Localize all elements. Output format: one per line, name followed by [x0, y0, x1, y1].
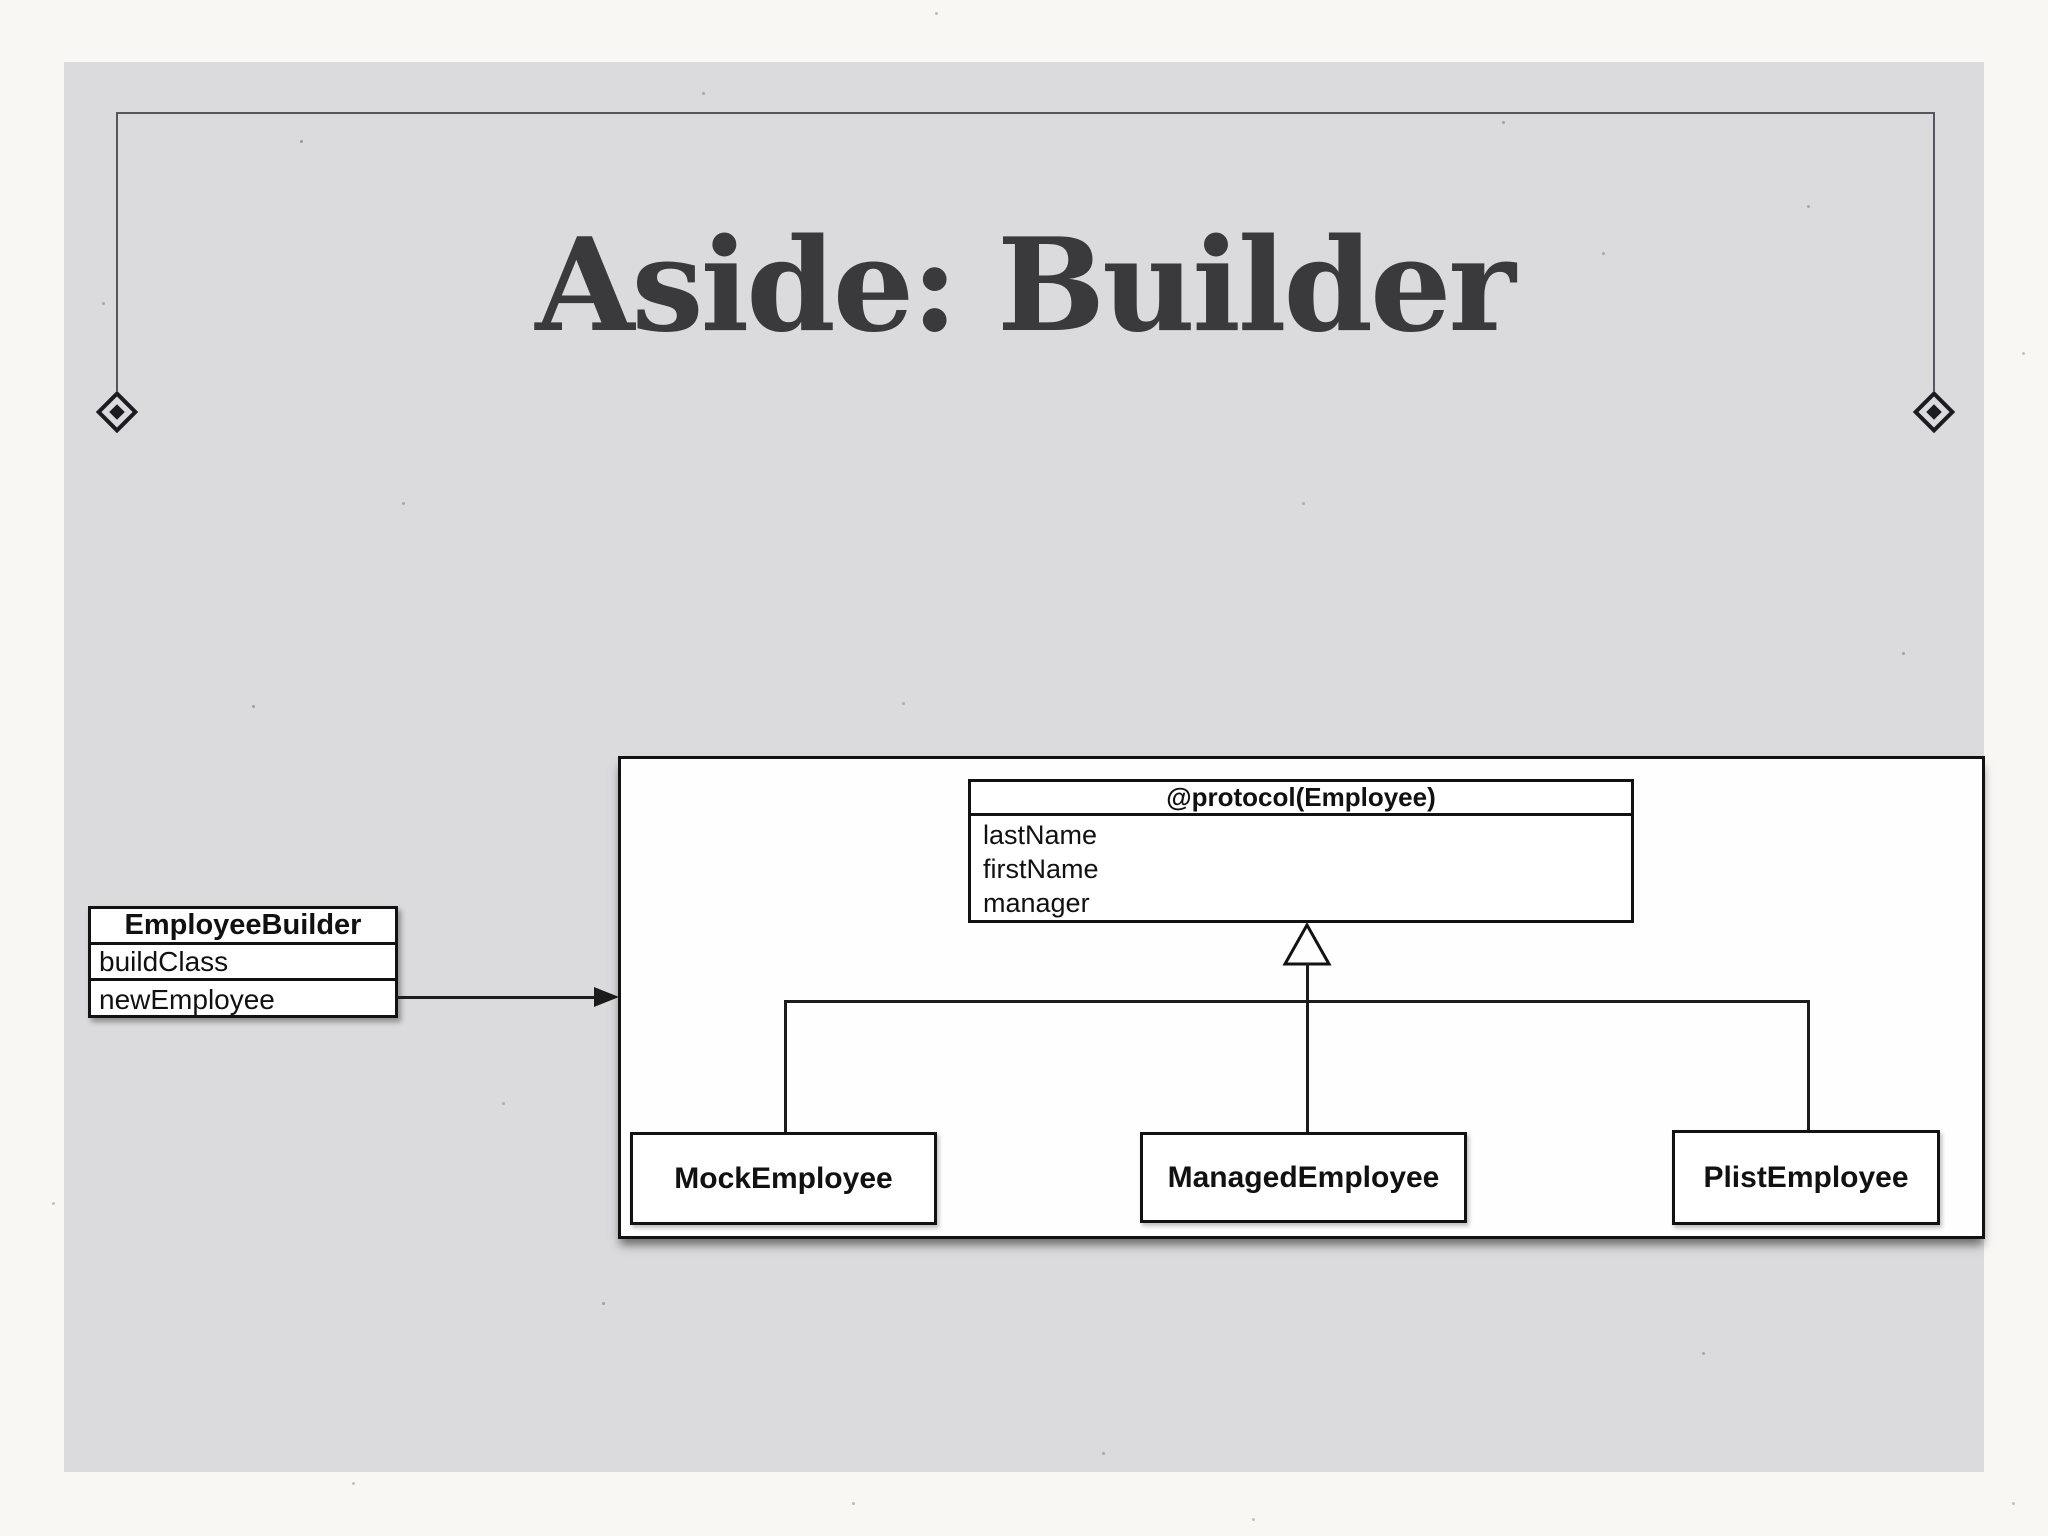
protocol-attribute-manager: manager: [983, 888, 1090, 918]
class-box-managedemployee: ManagedEmployee: [1140, 1132, 1467, 1223]
decorative-frame-right-line: [1933, 112, 1935, 391]
class-box-plistemployee: PlistEmployee: [1672, 1130, 1940, 1225]
inheritance-line-right: [1807, 1000, 1810, 1130]
inheritance-line-left: [784, 1000, 787, 1132]
protocol-attribute-list: lastName firstName manager: [971, 816, 1631, 920]
protocol-name: @protocol(Employee): [971, 782, 1631, 816]
class-name-plistemployee: PlistEmployee: [1703, 1160, 1909, 1194]
protocol-attribute-firstname: firstName: [983, 854, 1099, 884]
diamond-dot-icon: [109, 404, 125, 420]
class-method-buildclass: buildClass: [91, 945, 395, 981]
association-arrowhead-icon: [594, 987, 619, 1007]
class-name-mockemployee: MockEmployee: [674, 1161, 893, 1195]
inheritance-line-horizontal: [784, 1000, 1810, 1003]
class-name-employeebuilder: EmployeeBuilder: [91, 909, 395, 945]
diagram-frame: @protocol(Employee) lastName firstName m…: [618, 756, 1985, 1239]
association-arrow-line: [397, 996, 595, 999]
diamond-dot-icon: [1926, 404, 1942, 420]
class-name-managedemployee: ManagedEmployee: [1167, 1160, 1440, 1194]
inheritance-triangle-icon: [1282, 922, 1332, 966]
decorative-frame-top-line: [116, 112, 1935, 114]
paper-texture-speckles: [0, 0, 3, 3]
slide-title: Aside: Builder: [535, 211, 1516, 361]
class-box-employeebuilder: EmployeeBuilder buildClass newEmployee: [88, 906, 398, 1018]
protocol-attribute-lastname: lastName: [983, 820, 1098, 850]
class-method-newemployee: newEmployee: [99, 983, 275, 1015]
inheritance-line-middle: [1306, 963, 1309, 1132]
protocol-box-employee: @protocol(Employee) lastName firstName m…: [968, 779, 1634, 923]
class-box-mockemployee: MockEmployee: [630, 1132, 937, 1225]
decorative-frame-left-line: [116, 112, 118, 391]
